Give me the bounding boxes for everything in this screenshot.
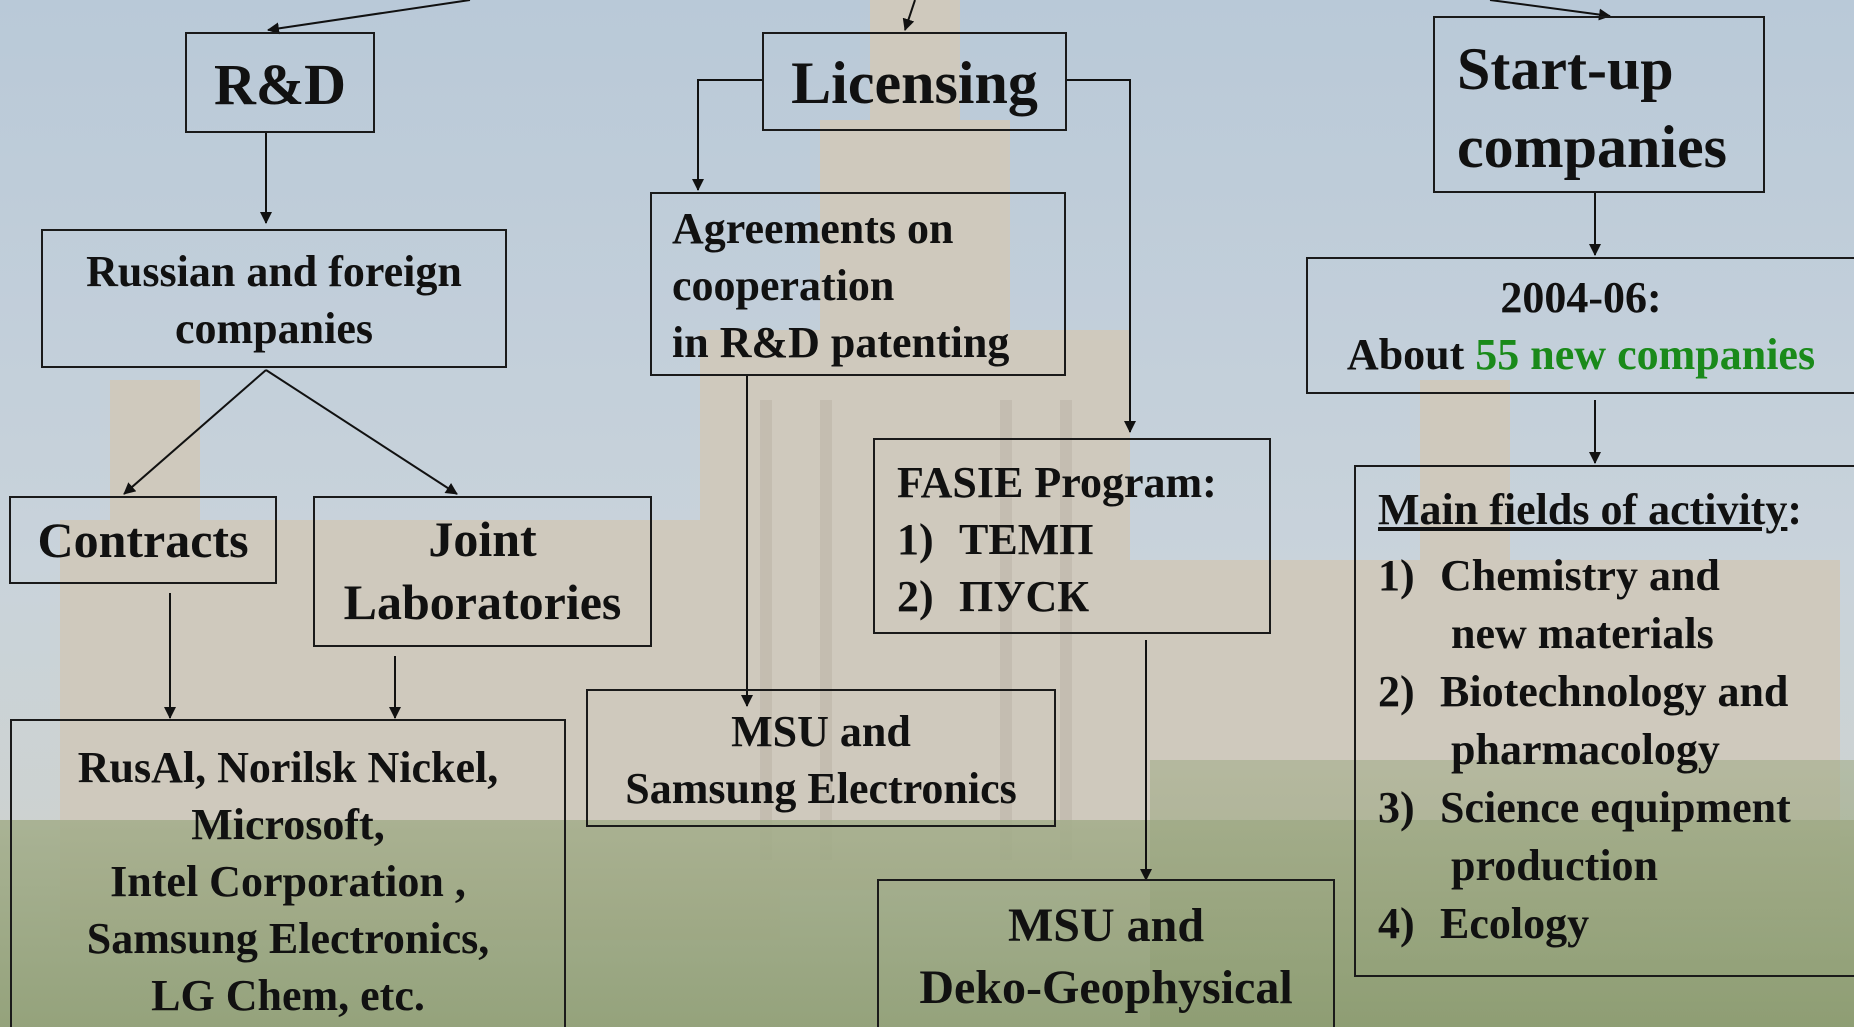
agreements-box: Agreements on cooperation in R&D patenti…: [650, 192, 1066, 376]
field-3-num: 3): [1378, 783, 1415, 832]
field-3-line2: production: [1451, 841, 1659, 890]
agreements-line2: cooperation: [672, 261, 895, 310]
fields-colon: :: [1787, 485, 1803, 534]
field-1-num: 1): [1378, 551, 1415, 600]
field-item-4: 4) Ecology: [1378, 895, 1854, 953]
russian-foreign-companies-box: Russian and foreign companies: [41, 229, 507, 368]
field-item-1: 1) Chemistry and new materials: [1378, 547, 1854, 663]
agreements-line1: Agreements on: [672, 204, 954, 253]
field-item-3: 3) Science equipment production: [1378, 779, 1854, 895]
startup-line1: Start-up: [1457, 36, 1674, 102]
field-2-line2: pharmacology: [1451, 725, 1720, 774]
new-companies-box: 2004-06: About 55 new companies: [1306, 257, 1854, 394]
field-2-num: 2): [1378, 667, 1415, 716]
partners-line4: Samsung Electronics,: [86, 914, 490, 963]
field-4-line1: Ecology: [1440, 899, 1590, 948]
msu-deko-line1: MSU and: [1007, 899, 1205, 952]
joint-laboratories-box: Joint Laboratories: [313, 496, 652, 647]
partners-line3: Intel Corporation ,: [110, 857, 466, 906]
startup-line2: companies: [1457, 114, 1727, 180]
about-year: 2004-06:: [1500, 273, 1662, 322]
russian-line1: Russian and foreign: [86, 247, 462, 296]
msu-samsung-box: MSU and Samsung Electronics: [586, 689, 1056, 827]
rd-box: R&D: [185, 32, 375, 133]
partners-line2: Microsoft,: [191, 800, 385, 849]
field-1-line2: new materials: [1451, 609, 1714, 658]
msu-deko-line2: Deko-Geophysical: [919, 961, 1293, 1014]
about-prefix: About: [1346, 330, 1465, 379]
fasie-item-2-num: 2): [897, 572, 934, 621]
licensing-box: Licensing: [762, 32, 1067, 131]
rd-title: R&D: [213, 52, 347, 117]
fields-title-row: Main fields of activity:: [1378, 481, 1854, 539]
partner-companies-box: RusAl, Norilsk Nickel, Microsoft, Intel …: [10, 719, 566, 1027]
licensing-title: Licensing: [791, 50, 1038, 116]
joint-line2: Laboratories: [343, 574, 622, 630]
agreements-line3: in R&D patenting: [672, 318, 1010, 367]
fasie-item-2: 2) ПУСК: [897, 568, 1269, 625]
field-2-line1: Biotechnology and: [1440, 667, 1789, 716]
field-item-2: 2) Biotechnology and pharmacology: [1378, 663, 1854, 779]
contracts-label: Contracts: [37, 512, 249, 568]
fields-title: Main fields of activity: [1378, 485, 1788, 534]
contracts-box: Contracts: [9, 496, 277, 584]
partners-line5: LG Chem, etc.: [151, 971, 425, 1020]
msu-samsung-line1: MSU and: [731, 707, 911, 756]
startup-companies-box: Start-up companies: [1433, 16, 1765, 193]
fasie-item-1: 1) ТЕМП: [897, 511, 1269, 568]
field-1-line1: Chemistry and: [1440, 551, 1720, 600]
field-3-line1: Science equipment: [1440, 783, 1791, 832]
msu-deko-box: MSU and Deko-Geophysical: [877, 879, 1335, 1027]
russian-line2: companies: [175, 304, 373, 353]
partners-line1: RusAl, Norilsk Nickel,: [77, 743, 499, 792]
about-highlight: 55 new companies: [1475, 330, 1816, 379]
fasie-title: FASIE Program:: [897, 458, 1217, 507]
fasie-item-2-label: ПУСК: [959, 572, 1090, 621]
field-4-num: 4): [1378, 899, 1415, 948]
fasie-program-box: FASIE Program: 1) ТЕМП 2) ПУСК: [873, 438, 1271, 634]
fasie-item-1-num: 1): [897, 515, 934, 564]
joint-line1: Joint: [428, 511, 537, 567]
fasie-item-1-label: ТЕМП: [959, 515, 1094, 564]
about-line2: About 55 new companies: [1308, 326, 1854, 383]
main-fields-box: Main fields of activity: 1) Chemistry and…: [1354, 465, 1854, 977]
msu-samsung-line2: Samsung Electronics: [625, 764, 1017, 813]
